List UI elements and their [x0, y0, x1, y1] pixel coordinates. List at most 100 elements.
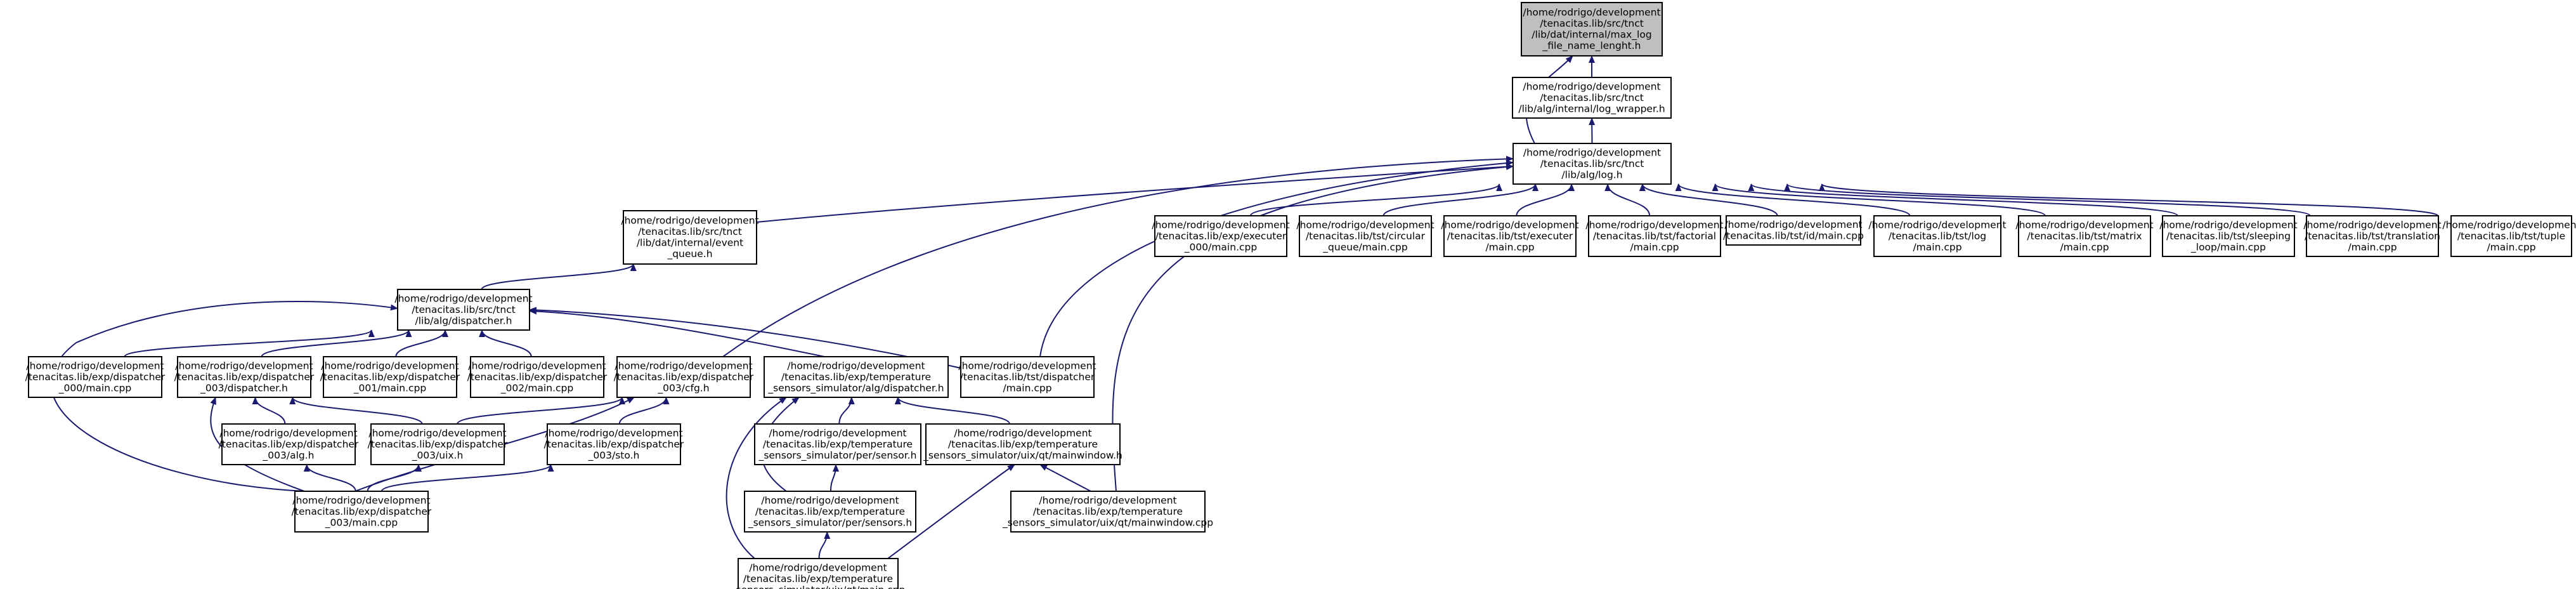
- node-log-wrapper[interactable]: /home/rodrigo/development/tenacitas.lib/…: [1512, 77, 1672, 119]
- node-label-line: _queue/main.cpp: [1322, 241, 1407, 253]
- node-log-h[interactable]: /home/rodrigo/development/tenacitas.lib/…: [1512, 143, 1672, 185]
- node-mainwindow-cpp[interactable]: /home/rodrigo/development/tenacitas.lib/…: [1002, 491, 1213, 533]
- node-label-line: /tenacitas.lib/exp/dispatcher: [467, 371, 608, 383]
- edge-disp_003_alg-to-disp_003_dispatcher: [252, 397, 286, 425]
- node-label-line: _file_name_lenght.h: [1542, 40, 1641, 52]
- node-box[interactable]: [1588, 215, 1721, 257]
- edge-circular_queue-to-log_h: [1382, 183, 1539, 216]
- node-box[interactable]: [1299, 215, 1432, 257]
- node-alg-dispatcher[interactable]: /home/rodrigo/development/tenacitas.lib/…: [394, 289, 533, 331]
- node-box[interactable]: [764, 356, 949, 398]
- node-label-line: /tenacitas.lib/exp/dispatcher: [292, 506, 432, 517]
- edge-line: [457, 397, 625, 425]
- node-event-queue[interactable]: /home/rodrigo/development/tenacitas.lib/…: [621, 210, 759, 265]
- node-disp-003-alg[interactable]: /home/rodrigo/development/tenacitas.lib/…: [219, 423, 359, 465]
- node-mainwindow-h[interactable]: /home/rodrigo/development/tenacitas.lib/…: [923, 423, 1122, 465]
- node-label-line: /home/rodrigo/development: [615, 360, 752, 371]
- node-label-line: _003/cfg.h: [657, 382, 709, 394]
- node-label-line: /home/rodrigo/development: [2159, 219, 2297, 230]
- node-box[interactable]: [2018, 215, 2151, 257]
- node-translation[interactable]: /home/rodrigo/development/tenacitas.lib/…: [2303, 215, 2442, 257]
- node-label-line: /home/rodrigo/development: [2442, 219, 2576, 230]
- node-per-sensors[interactable]: /home/rodrigo/development/tenacitas.lib/…: [744, 491, 916, 533]
- node-disp-003-uix[interactable]: /home/rodrigo/development/tenacitas.lib/…: [368, 423, 508, 465]
- node-circular-queue[interactable]: /home/rodrigo/development/tenacitas.lib/…: [1296, 215, 1434, 257]
- edge-tst_matrix-to-log_h: [1712, 183, 2046, 216]
- node-tst-log[interactable]: /home/rodrigo/development/tenacitas.lib/…: [1868, 215, 2007, 257]
- node-label-line: /tenacitas.lib/src/tnct: [412, 304, 516, 315]
- edge-line: [1039, 464, 1091, 492]
- node-tst-executer[interactable]: /home/rodrigo/development/tenacitas.lib/…: [1441, 215, 1579, 257]
- node-tst-matrix[interactable]: /home/rodrigo/development/tenacitas.lib/…: [2015, 215, 2154, 257]
- node-box[interactable]: [547, 423, 681, 465]
- edge-line: [1819, 183, 2439, 216]
- node-disp-003-cfg[interactable]: /home/rodrigo/development/tenacitas.lib/…: [614, 356, 754, 398]
- node-box[interactable]: [1521, 2, 1663, 56]
- node-box[interactable]: [470, 356, 604, 398]
- node-label-line: /tenacitas.lib/src/tnct: [1540, 92, 1644, 103]
- node-temp-alg-dispatcher[interactable]: /home/rodrigo/development/tenacitas.lib/…: [764, 356, 949, 398]
- node-label-line: /tenacitas.lib/exp/dispatcher: [614, 371, 754, 383]
- node-label-line: _sensors_simulator/per/sensors.h: [748, 517, 912, 529]
- node-box[interactable]: [738, 558, 899, 589]
- node-box[interactable]: [1512, 77, 1672, 119]
- node-disp-000-main[interactable]: /home/rodrigo/development/tenacitas.lib/…: [25, 356, 166, 398]
- node-label-line: /home/rodrigo/development: [2015, 219, 2153, 230]
- node-box[interactable]: [1726, 215, 1861, 246]
- node-disp-001-main[interactable]: /home/rodrigo/development/tenacitas.lib/…: [320, 356, 460, 398]
- node-factorial[interactable]: /home/rodrigo/development/tenacitas.lib/…: [1585, 215, 1724, 257]
- edge-disp_003_uix-to-disp_003_cfg: [457, 397, 625, 425]
- edge-line: [1639, 183, 1778, 216]
- node-disp-002-main[interactable]: /home/rodrigo/development/tenacitas.lib/…: [467, 356, 608, 398]
- node-box[interactable]: [370, 423, 505, 465]
- edge-line: [124, 329, 375, 357]
- node-max-log[interactable]: /home/rodrigo/development/tenacitas.lib/…: [1521, 2, 1663, 56]
- node-label-line: /home/rodrigo/development: [2303, 219, 2441, 230]
- node-label-line: /tenacitas.lib/exp/temperature: [948, 439, 1098, 450]
- node-box[interactable]: [397, 289, 530, 331]
- node-label-line: /home/rodrigo/development: [1039, 494, 1176, 506]
- node-box[interactable]: [754, 423, 921, 465]
- node-sleeping-loop[interactable]: /home/rodrigo/development/tenacitas.lib/…: [2159, 215, 2298, 257]
- node-label-line: /tenacitas.lib/tst/id/main.cpp: [1723, 230, 1864, 242]
- node-disp-003-dispatcher[interactable]: /home/rodrigo/development/tenacitas.lib/…: [174, 356, 315, 398]
- node-box[interactable]: [2162, 215, 2295, 257]
- node-box[interactable]: [221, 423, 356, 465]
- node-label-line: /home/rodrigo/development: [954, 427, 1091, 439]
- node-box[interactable]: [1873, 215, 2001, 257]
- node-box[interactable]: [744, 491, 916, 533]
- node-box[interactable]: [1512, 143, 1672, 185]
- node-per-sensor[interactable]: /home/rodrigo/development/tenacitas.lib/…: [754, 423, 921, 465]
- node-box[interactable]: [28, 356, 162, 398]
- edge-qt_main-to-mainwindow_h: [887, 464, 1015, 559]
- node-disp-003-sto[interactable]: /home/rodrigo/development/tenacitas.lib/…: [544, 423, 684, 465]
- edge-line: [894, 397, 1010, 425]
- node-disp-003-main[interactable]: /home/rodrigo/development/tenacitas.lib/…: [292, 491, 432, 533]
- edge-line: [1382, 183, 1539, 216]
- node-box[interactable]: [1154, 215, 1287, 257]
- node-box[interactable]: [1010, 491, 1206, 533]
- node-box[interactable]: [2450, 215, 2572, 257]
- node-box[interactable]: [616, 356, 751, 398]
- node-label-line: /home/rodrigo/development: [749, 562, 887, 573]
- node-label-line: _001/main.cpp: [353, 382, 426, 394]
- node-box[interactable]: [623, 210, 757, 265]
- node-box[interactable]: [960, 356, 1095, 398]
- edge-per_sensor-to-temp_alg_dispatcher: [838, 397, 855, 425]
- node-box[interactable]: [925, 423, 1121, 465]
- node-tst-dispatcher[interactable]: /home/rodrigo/development/tenacitas.lib/…: [958, 356, 1096, 398]
- node-executer-000[interactable]: /home/rodrigo/development/tenacitas.lib/…: [1152, 215, 1290, 257]
- node-box[interactable]: [2306, 215, 2439, 257]
- node-tst-tuple[interactable]: /home/rodrigo/development/tenacitas.lib/…: [2442, 215, 2576, 257]
- node-tst-id[interactable]: /home/rodrigo/development/tenacitas.lib/…: [1723, 215, 1864, 246]
- node-box[interactable]: [1443, 215, 1577, 257]
- node-box[interactable]: [177, 356, 311, 398]
- node-box[interactable]: [323, 356, 457, 398]
- node-qt-main[interactable]: /home/rodrigo/development/tenacitas.lib/…: [731, 558, 906, 589]
- edge-line: [481, 263, 637, 290]
- node-label-line: _003/uix.h: [412, 449, 464, 461]
- node-label-line: /home/rodrigo/development: [1523, 147, 1661, 158]
- edge-disp_000_main-to-alg_dispatcher: [124, 329, 375, 357]
- node-box[interactable]: [294, 491, 429, 533]
